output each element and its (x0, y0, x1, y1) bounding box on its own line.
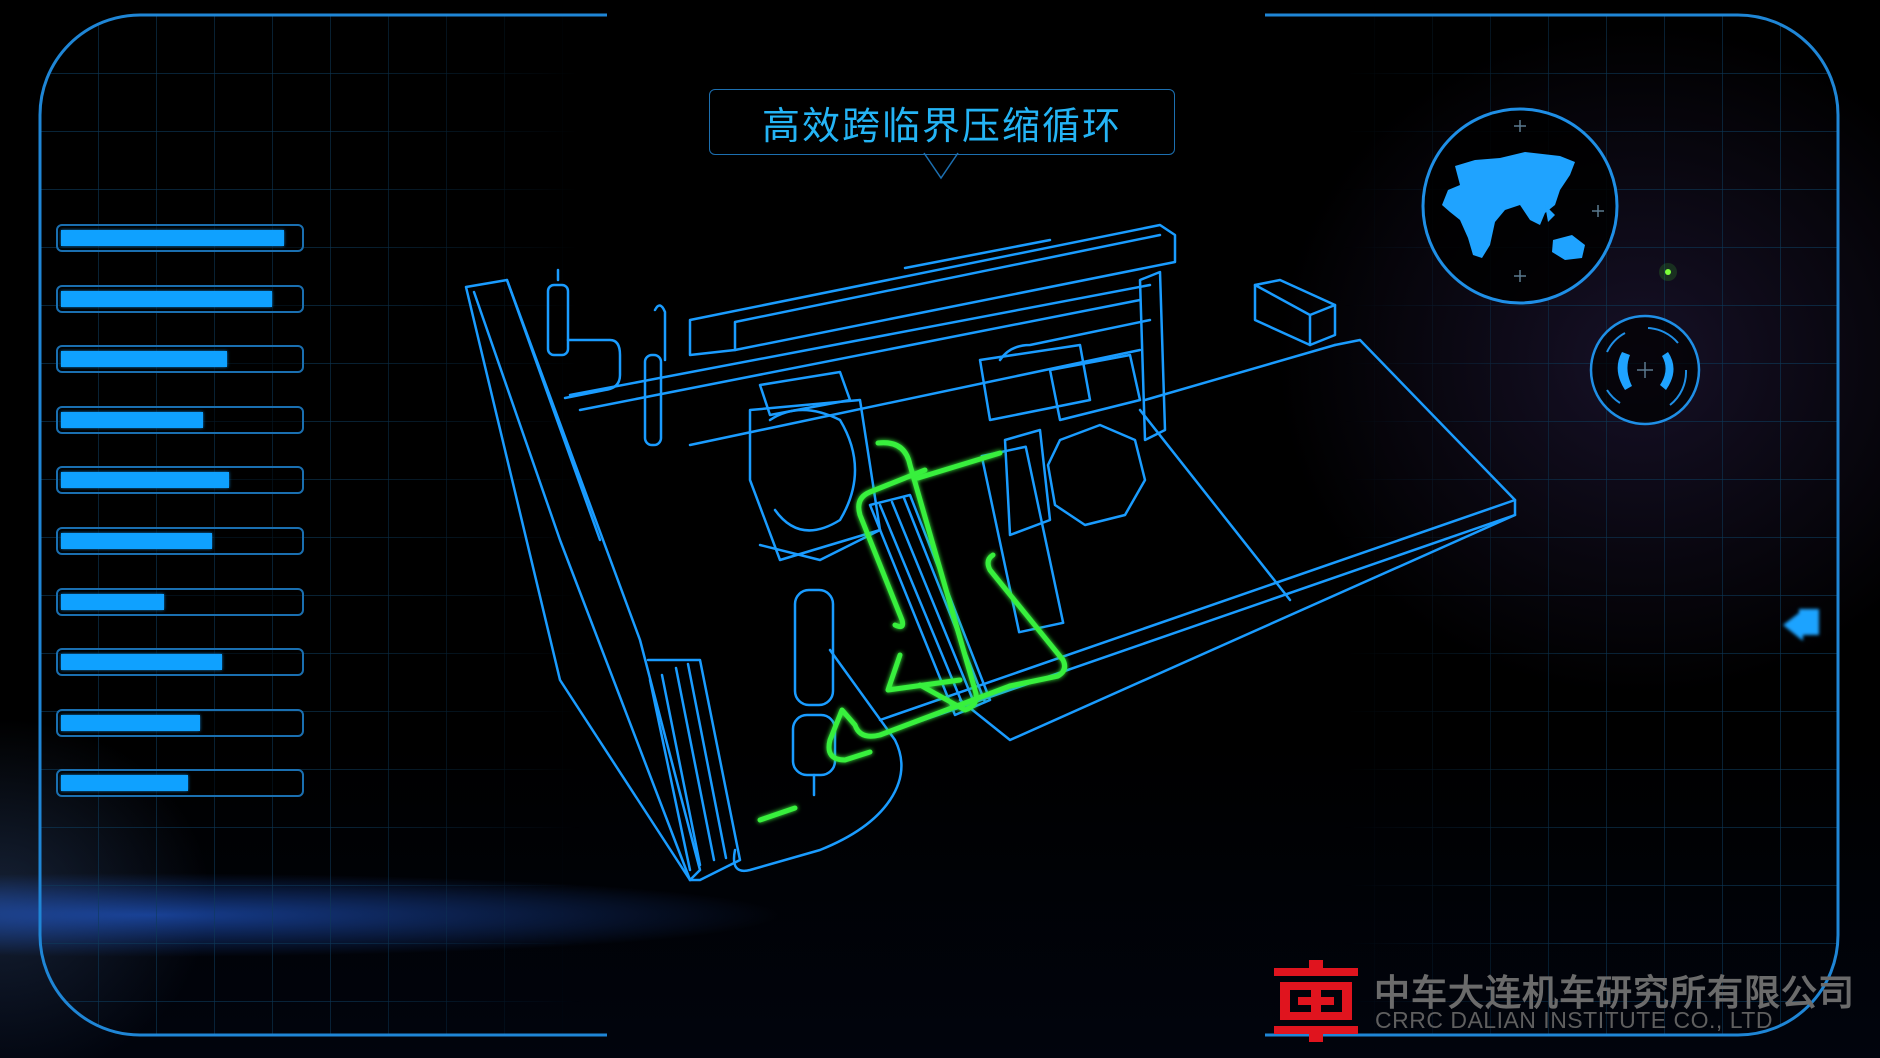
status-bar (56, 224, 304, 252)
status-bar-fill (61, 472, 229, 489)
crrc-logo (1274, 960, 1358, 1042)
status-bar (56, 769, 304, 798)
arrow-left-icon (1783, 609, 1819, 641)
status-bar (56, 405, 304, 434)
status-bar-fill (61, 714, 200, 731)
status-bar-fill (61, 290, 272, 307)
status-bar-fill (61, 775, 188, 792)
company-name-cn: 中车大连机车研究所有限公司 (1374, 973, 1856, 1014)
status-bar (56, 648, 304, 677)
wireframe-body (464, 223, 1517, 882)
status-bar (56, 587, 304, 616)
status-bar-fill (61, 230, 284, 246)
status-bar (56, 345, 304, 374)
status-bar-fill (61, 654, 222, 671)
status-bar (56, 284, 304, 313)
status-bar-fill (61, 351, 227, 368)
title-banner: 高效跨临界压缩循环 (709, 89, 1175, 155)
status-bar (56, 466, 304, 495)
page-title: 高效跨临界压缩循环 (761, 103, 1122, 148)
company-name-en: CRRC DALIAN INSTITUTE CO., LTD (1375, 1007, 1773, 1033)
status-bars-panel (56, 224, 304, 830)
status-bar-fill (61, 411, 203, 428)
status-bar (56, 708, 304, 737)
refrigerant-flow-path (757, 440, 1068, 823)
status-bar-fill (61, 593, 164, 610)
status-bar (56, 526, 304, 555)
back-button[interactable] (1775, 605, 1825, 645)
status-bar-fill (61, 532, 212, 549)
